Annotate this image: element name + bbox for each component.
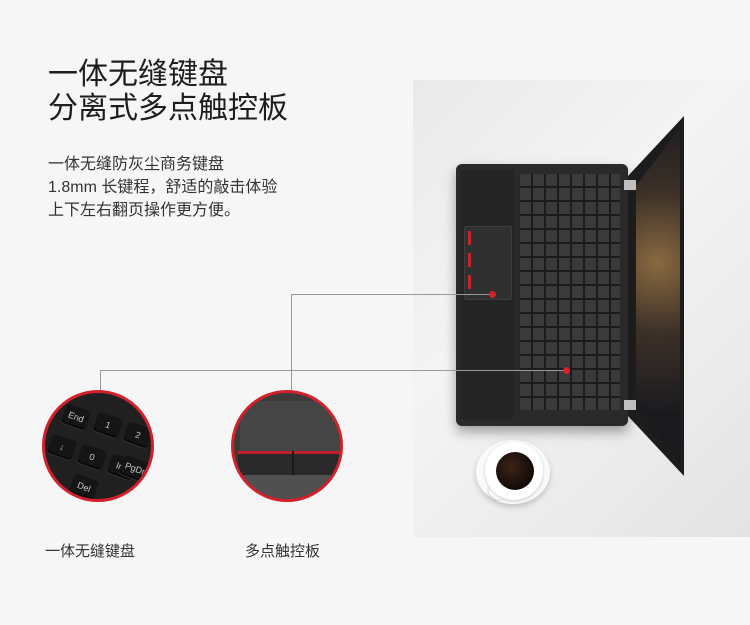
coffee-liquid: [496, 452, 534, 490]
callout-line-keyboard-vertical: [100, 370, 101, 392]
keycap-down: ↓: [46, 433, 78, 461]
keycap-del: Del: [68, 473, 100, 499]
description-line2: 1.8mm 长键程，舒适的敲击体验: [48, 179, 278, 196]
touchpad-lower-area: [234, 475, 340, 499]
keycap-pgdn: PgDn: [118, 454, 151, 484]
touchpad-red-stripe: [468, 231, 471, 245]
touchpad-detail-circle: [231, 390, 343, 502]
touchpad-surface: [240, 401, 340, 451]
laptop-keyboard: [520, 174, 620, 410]
touchpad-red-stripe: [468, 275, 471, 289]
description-line3: 上下左右翻页操作更方便。: [48, 202, 241, 219]
touchpad-red-stripe: [468, 253, 471, 267]
touchpad-button-divider: [292, 451, 294, 475]
caption-keyboard: 一体无缝键盘: [45, 543, 136, 560]
feature-description: 一体无缝防灰尘商务键盘 1.8mm 长键程，舒适的敲击体验 上下左右翻页操作更方…: [48, 153, 277, 222]
callout-dot-touchpad: [489, 291, 496, 298]
laptop-hinge: [624, 400, 636, 410]
keycap-1: 1: [92, 411, 124, 439]
laptop-hinge: [624, 180, 636, 190]
callout-dot-keyboard: [563, 367, 570, 374]
laptop-screen: [636, 128, 680, 464]
feature-title-line1: 一体无缝键盘: [48, 58, 228, 91]
feature-title: 一体无缝键盘 分离式多点触控板: [48, 58, 288, 126]
callout-line-touchpad: [291, 294, 493, 295]
feature-title-line2: 分离式多点触控板: [48, 92, 288, 125]
keyboard-detail-circle: End 1 2 ↓ 0 Ins PgDn Del: [42, 390, 154, 502]
keycap-end: End: [60, 403, 92, 431]
laptop-base-image: [456, 164, 628, 426]
laptop-touchpad: [464, 226, 512, 300]
callout-line-keyboard: [100, 370, 567, 371]
keycap-0: 0: [76, 443, 108, 471]
keycap-2: 2: [122, 421, 151, 449]
caption-touchpad: 多点触控板: [245, 543, 321, 560]
touchpad-buttons: [238, 451, 340, 478]
description-line1: 一体无缝防灰尘商务键盘: [48, 156, 225, 173]
callout-line-touchpad-vertical: [291, 294, 292, 392]
